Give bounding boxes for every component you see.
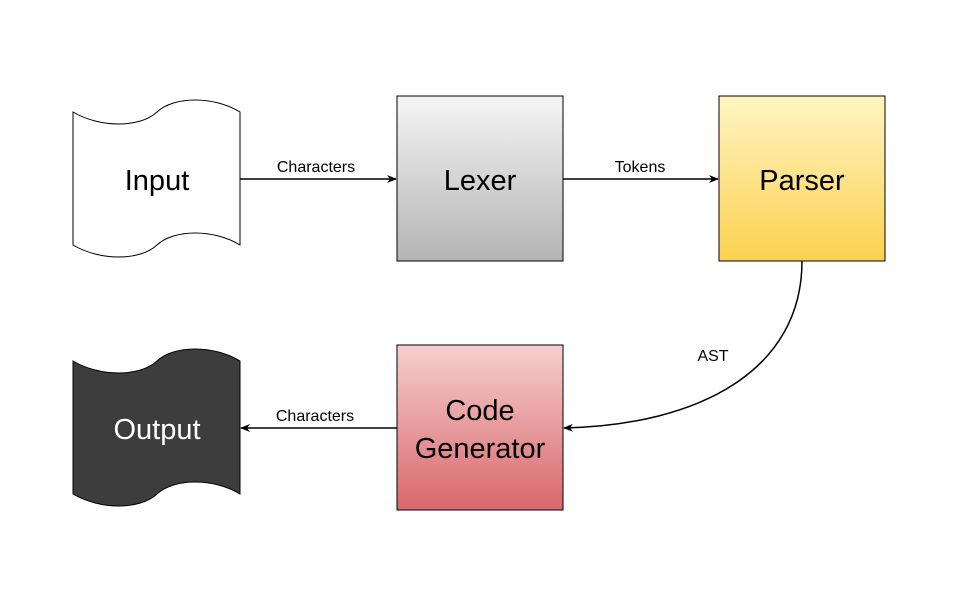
input-node: Input xyxy=(72,99,241,258)
lexer-box xyxy=(396,95,564,262)
edge-input-to-lexer: Characters xyxy=(240,159,397,183)
codegen-node: Code Generator xyxy=(396,344,564,511)
input-label: Input xyxy=(125,165,190,197)
edge-parser-to-codegen-curve xyxy=(563,260,803,432)
edge-codegen-to-output: Characters xyxy=(240,408,397,432)
edge-input-to-lexer-label: Characters xyxy=(277,159,355,176)
edge-parser-to-codegen: AST xyxy=(563,260,803,432)
parser-node: Parser xyxy=(718,95,886,262)
output-shape xyxy=(72,348,241,507)
edge-codegen-to-output-label: Characters xyxy=(276,408,354,425)
output-node: Output xyxy=(72,348,241,507)
codegen-label-line2: Generator xyxy=(415,433,546,465)
codegen-box xyxy=(396,344,564,511)
codegen-label-line1: Code xyxy=(445,395,514,427)
edge-lexer-to-parser: Tokens xyxy=(563,159,719,183)
lexer-label: Lexer xyxy=(444,165,517,197)
lexer-node: Lexer xyxy=(396,95,564,262)
parser-label: Parser xyxy=(759,165,845,197)
output-label: Output xyxy=(113,414,200,446)
input-shape xyxy=(72,99,241,258)
edge-parser-to-codegen-label: AST xyxy=(697,348,728,365)
edge-lexer-to-parser-label: Tokens xyxy=(615,159,666,176)
